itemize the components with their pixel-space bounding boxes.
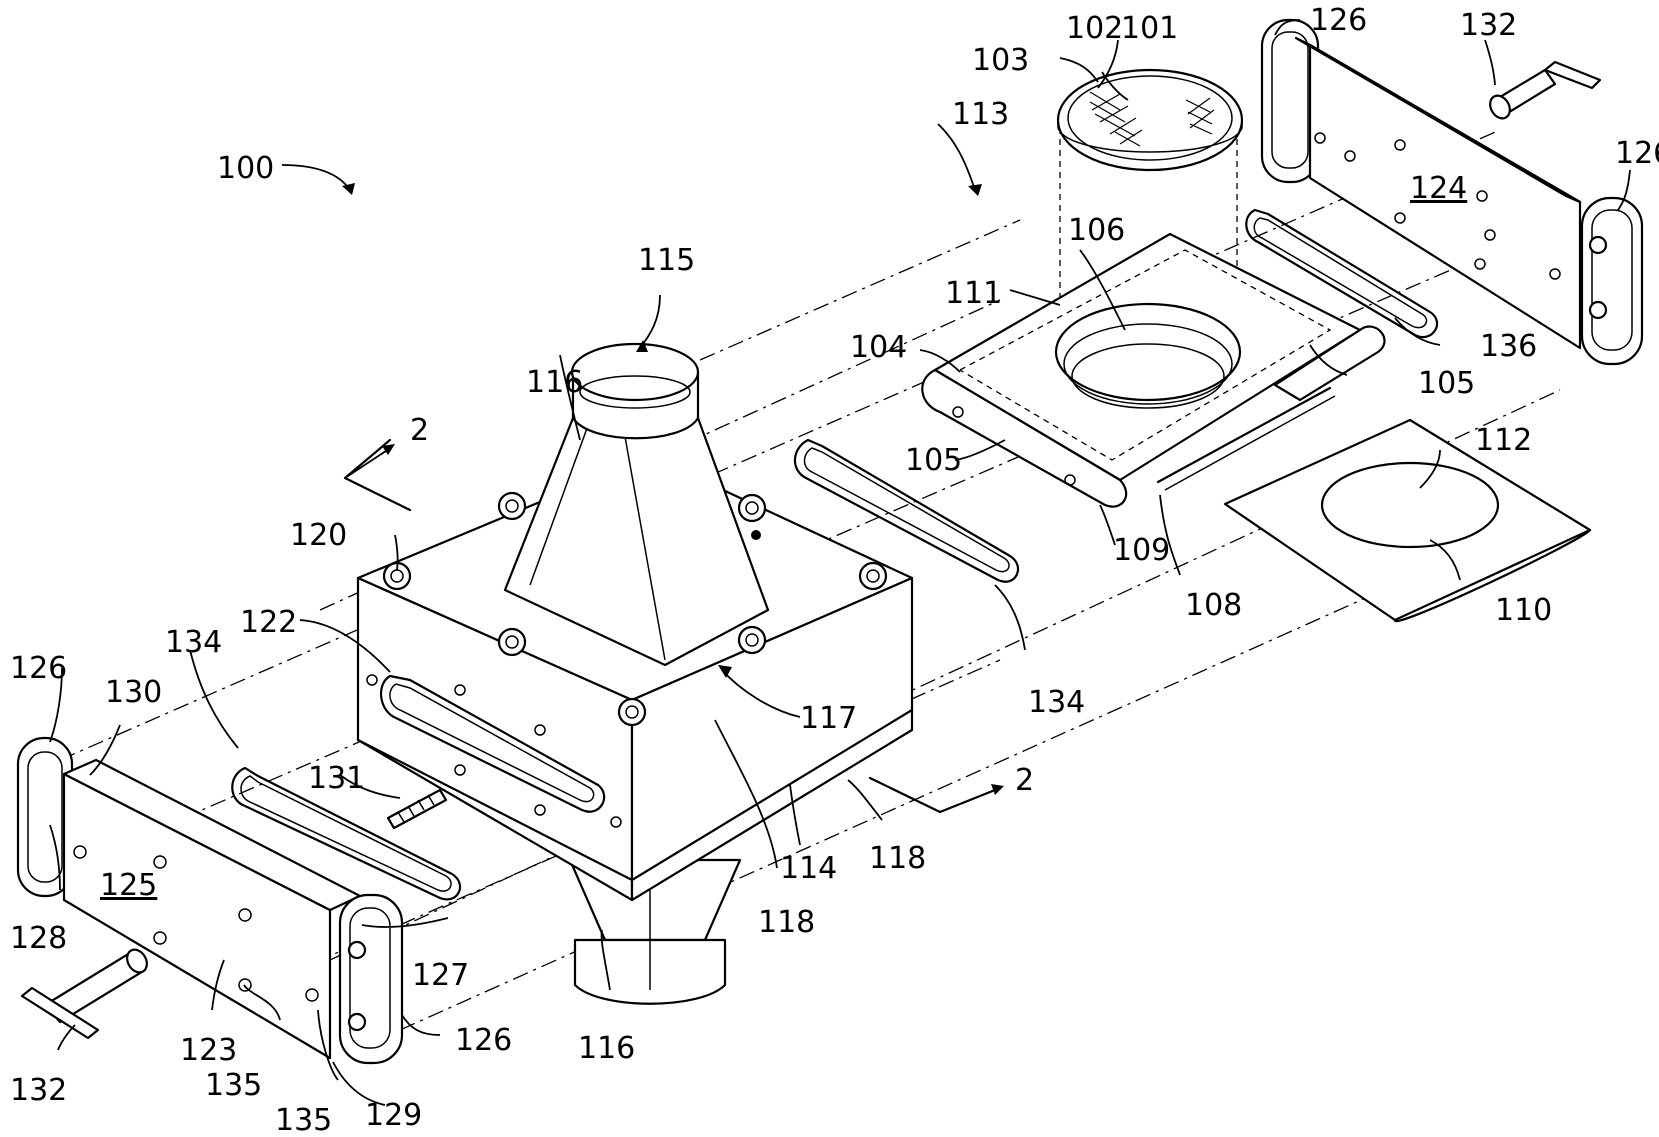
ref-110: 110 [1495,593,1552,628]
ref-134-right: 134 [1028,685,1085,720]
ref-132-right: 132 [1460,8,1517,43]
ref-126-right: 126 [1615,136,1659,171]
ref-116-bottom: 116 [578,1031,635,1066]
ref-135-right: 135 [275,1103,332,1137]
ref-124: 124 [1410,171,1467,206]
ref-113: 113 [952,97,1009,132]
ref-128: 128 [10,921,67,956]
fastener-131 [388,790,446,828]
ref-129: 129 [365,1098,422,1133]
ref-132-left: 132 [10,1073,67,1108]
ref-103: 103 [972,43,1029,78]
bolt-127-lower [349,1014,365,1030]
ref-105-left: 105 [905,443,962,478]
ref-105-right: 105 [1418,366,1475,401]
housing-114 [358,344,912,1004]
ref-104: 104 [850,330,907,365]
ref-122: 122 [240,605,297,640]
pin-132-right [1486,62,1600,122]
ref-126-lower: 126 [455,1023,512,1058]
ref-130: 130 [105,675,162,710]
ref-127: 127 [412,958,469,993]
ref-125: 125 [100,868,157,903]
plate-110 [1225,420,1590,621]
ref-112: 112 [1475,423,1532,458]
ref-115: 115 [638,243,695,278]
bolt-127-upper [349,942,365,958]
ref-116-top: 116 [526,365,583,400]
handle-126-bottom [1582,198,1642,364]
ref-114: 114 [780,851,837,886]
ref-102: 102 [1066,11,1123,46]
ref-109: 109 [1113,533,1170,568]
section-2-bottom: 2 [1015,763,1034,798]
screen-101 [1058,70,1242,170]
ref-117: 117 [800,701,857,736]
ref-126-upper: 126 [1310,3,1367,38]
ref-101: 101 [1121,11,1178,46]
ref-118-right: 118 [869,841,926,876]
ref-118-left: 118 [758,905,815,940]
ref-123: 123 [180,1033,237,1068]
section-2-top: 2 [410,413,429,448]
ref-135-left: 135 [205,1068,262,1103]
ref-136: 136 [1480,329,1537,364]
ref-126-left: 126 [10,651,67,686]
ref-111: 111 [945,276,1002,311]
ref-100: 100 [217,151,274,186]
ref-106: 106 [1068,213,1125,248]
ref-108: 108 [1185,588,1242,623]
pin-132-left [22,946,151,1038]
ref-134-left: 134 [165,625,222,660]
ref-131: 131 [308,761,365,796]
ref-120: 120 [290,518,347,553]
opening-112 [1322,463,1498,547]
